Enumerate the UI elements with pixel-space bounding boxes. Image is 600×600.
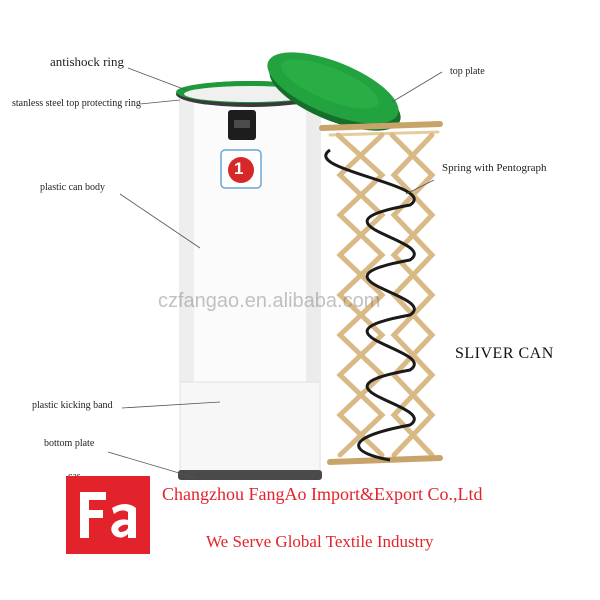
label-antishock-ring: antishock ring [50, 54, 124, 70]
company-logo [66, 476, 150, 554]
label-kicking-band: plastic kicking band [32, 400, 113, 411]
can-badge-number: 1 [234, 159, 243, 179]
kicking-band [180, 382, 320, 476]
label-stainless-ring: stanless steel top protecting ring [12, 98, 141, 109]
fa-logo-icon [66, 476, 150, 554]
bottom-plate [178, 470, 322, 480]
label-top-plate: top plate [450, 66, 485, 77]
label-bottom-plate: bottom plate [44, 438, 94, 449]
company-slogan: We Serve Global Textile Industry [206, 532, 434, 552]
product-title: SLIVER CAN [455, 345, 554, 363]
watermark-text: czfangao.en.alibaba.com [158, 290, 380, 313]
company-name: Changzhou FangAo Import&Export Co.,Ltd [162, 484, 482, 505]
label-spring: Spring with Pentograph [442, 162, 547, 174]
label-plastic-body: plastic can body [40, 182, 105, 193]
